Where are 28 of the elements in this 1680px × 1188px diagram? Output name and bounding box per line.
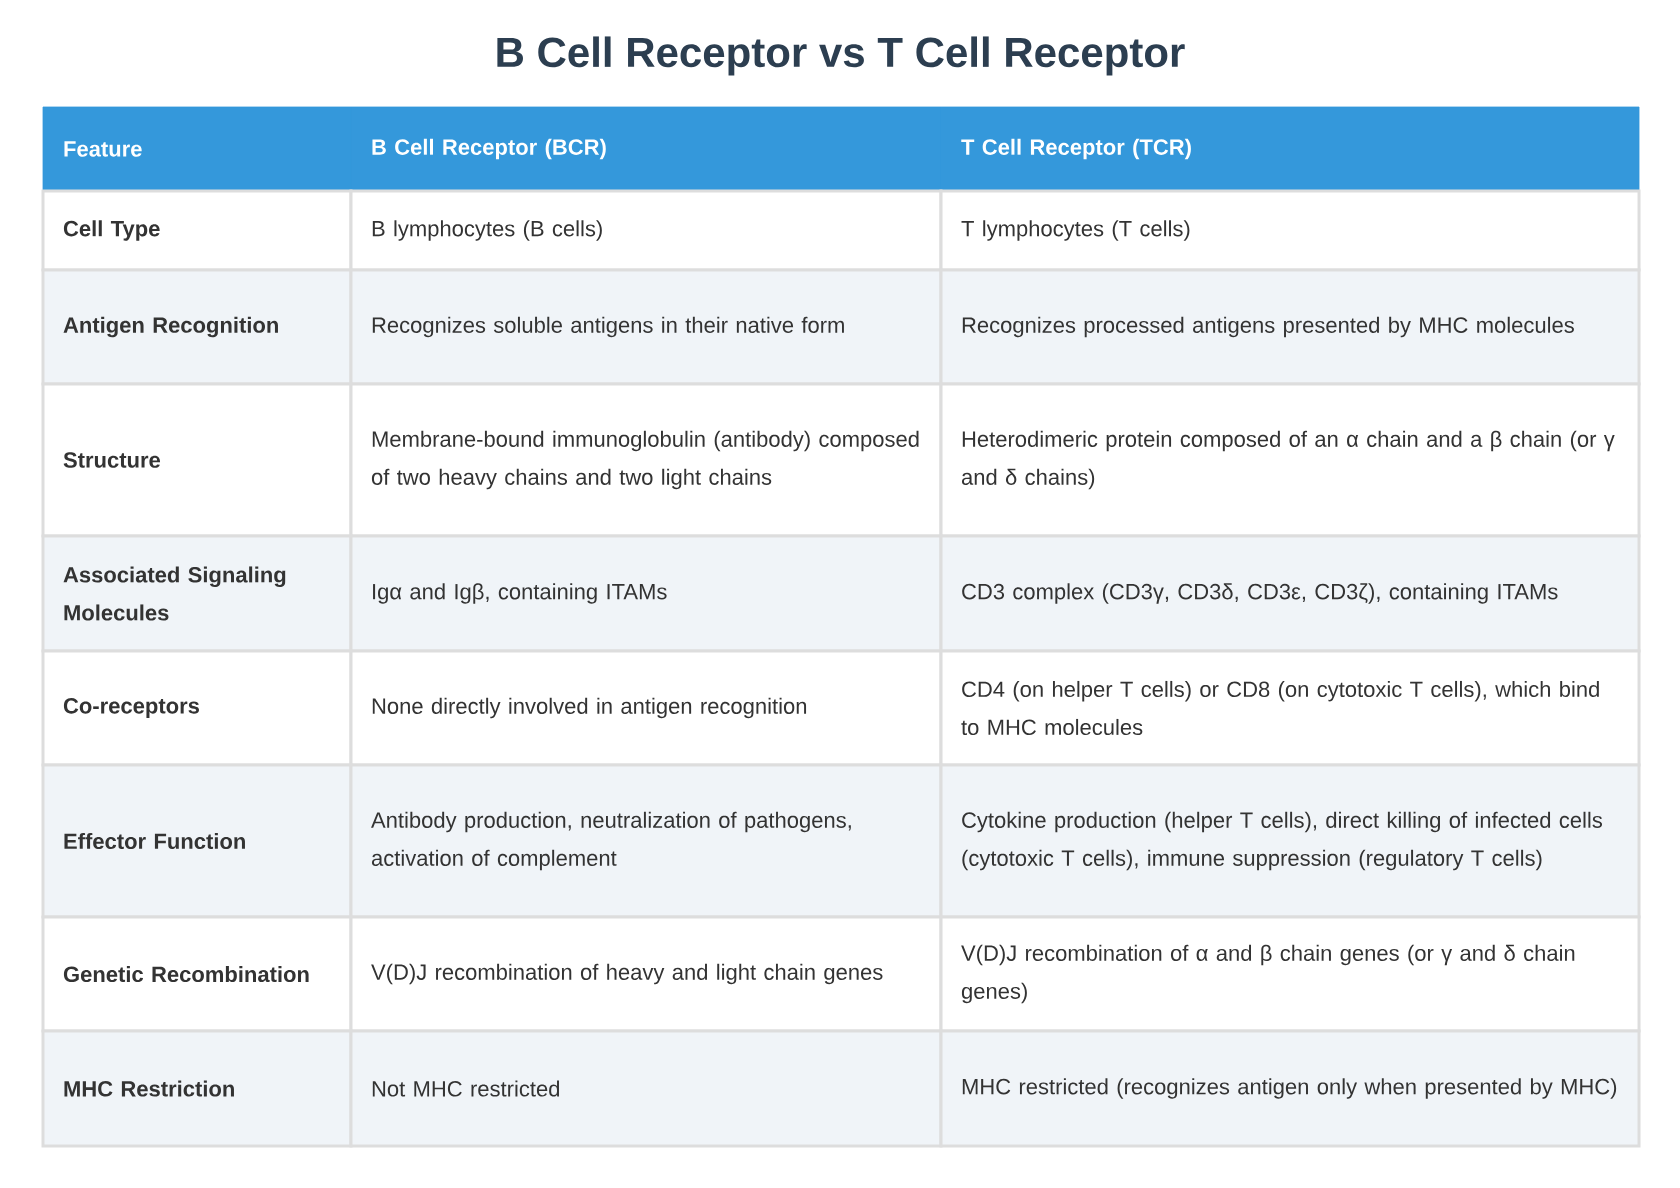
table-cell: Effector Function bbox=[41, 763, 353, 919]
table-cell: V(D)J recombination of heavy and light chain genes bbox=[349, 915, 943, 1033]
header-cell: Feature bbox=[42, 106, 352, 192]
table-cell: Igα and Igβ, containing ITAMs bbox=[349, 534, 943, 653]
table-cell: Genetic Recombination bbox=[41, 915, 353, 1033]
table-cell: Associated Signaling Molecules bbox=[41, 534, 353, 653]
table-cell: Antigen Recognition bbox=[41, 268, 353, 386]
table-cell: MHC restricted (recognizes antigen only when presented by MHC) bbox=[939, 1029, 1641, 1148]
table-cell: Recognizes soluble antigens in their native form bbox=[349, 268, 943, 386]
header-cell: T Cell Receptor (TCR) bbox=[940, 106, 1640, 192]
table-cell: CD3 complex (CD3γ, CD3δ, CD3ε, CD3ζ), containing ITAMs bbox=[939, 534, 1641, 653]
table-cell: None directly involved in antigen recognition bbox=[349, 649, 943, 767]
table-cell: V(D)J recombination of α and β chain genes (or γ and δ chain genes) bbox=[939, 915, 1641, 1033]
table-cell: Co-receptors bbox=[41, 649, 353, 767]
table-cell: B lymphocytes (B cells) bbox=[349, 189, 943, 272]
table-cell: T lymphocytes (T cells) bbox=[939, 189, 1641, 272]
table-cell: Membrane-bound immunoglobulin (antibody) composed of two heavy chains and two light chains bbox=[349, 382, 943, 538]
header-cell: B Cell Receptor (BCR) bbox=[350, 106, 942, 192]
table-cell: Cell Type bbox=[41, 189, 353, 272]
table-cell: CD4 (on helper T cells) or CD8 (on cytotoxic T cells), which bind to MHC molecules bbox=[939, 649, 1641, 767]
table-cell: Cytokine production (helper T cells), direct killing of infected cells (cytotoxic T cells), immune suppression (regulatory T cells) bbox=[939, 763, 1641, 919]
table-cell: Heterodimeric protein composed of an α chain and a β chain (or γ and δ chains) bbox=[939, 382, 1641, 538]
table-cell: Antibody production, neutralization of pathogens, activation of complement bbox=[349, 763, 943, 919]
table-cell: Structure bbox=[41, 382, 353, 538]
title: B Cell Receptor vs T Cell Receptor bbox=[497, 36, 1185, 76]
table-cell: MHC Restriction bbox=[41, 1029, 353, 1148]
table-cell: Recognizes processed antigens presented by MHC molecules bbox=[939, 268, 1641, 386]
table-cell: Not MHC restricted bbox=[349, 1029, 943, 1148]
